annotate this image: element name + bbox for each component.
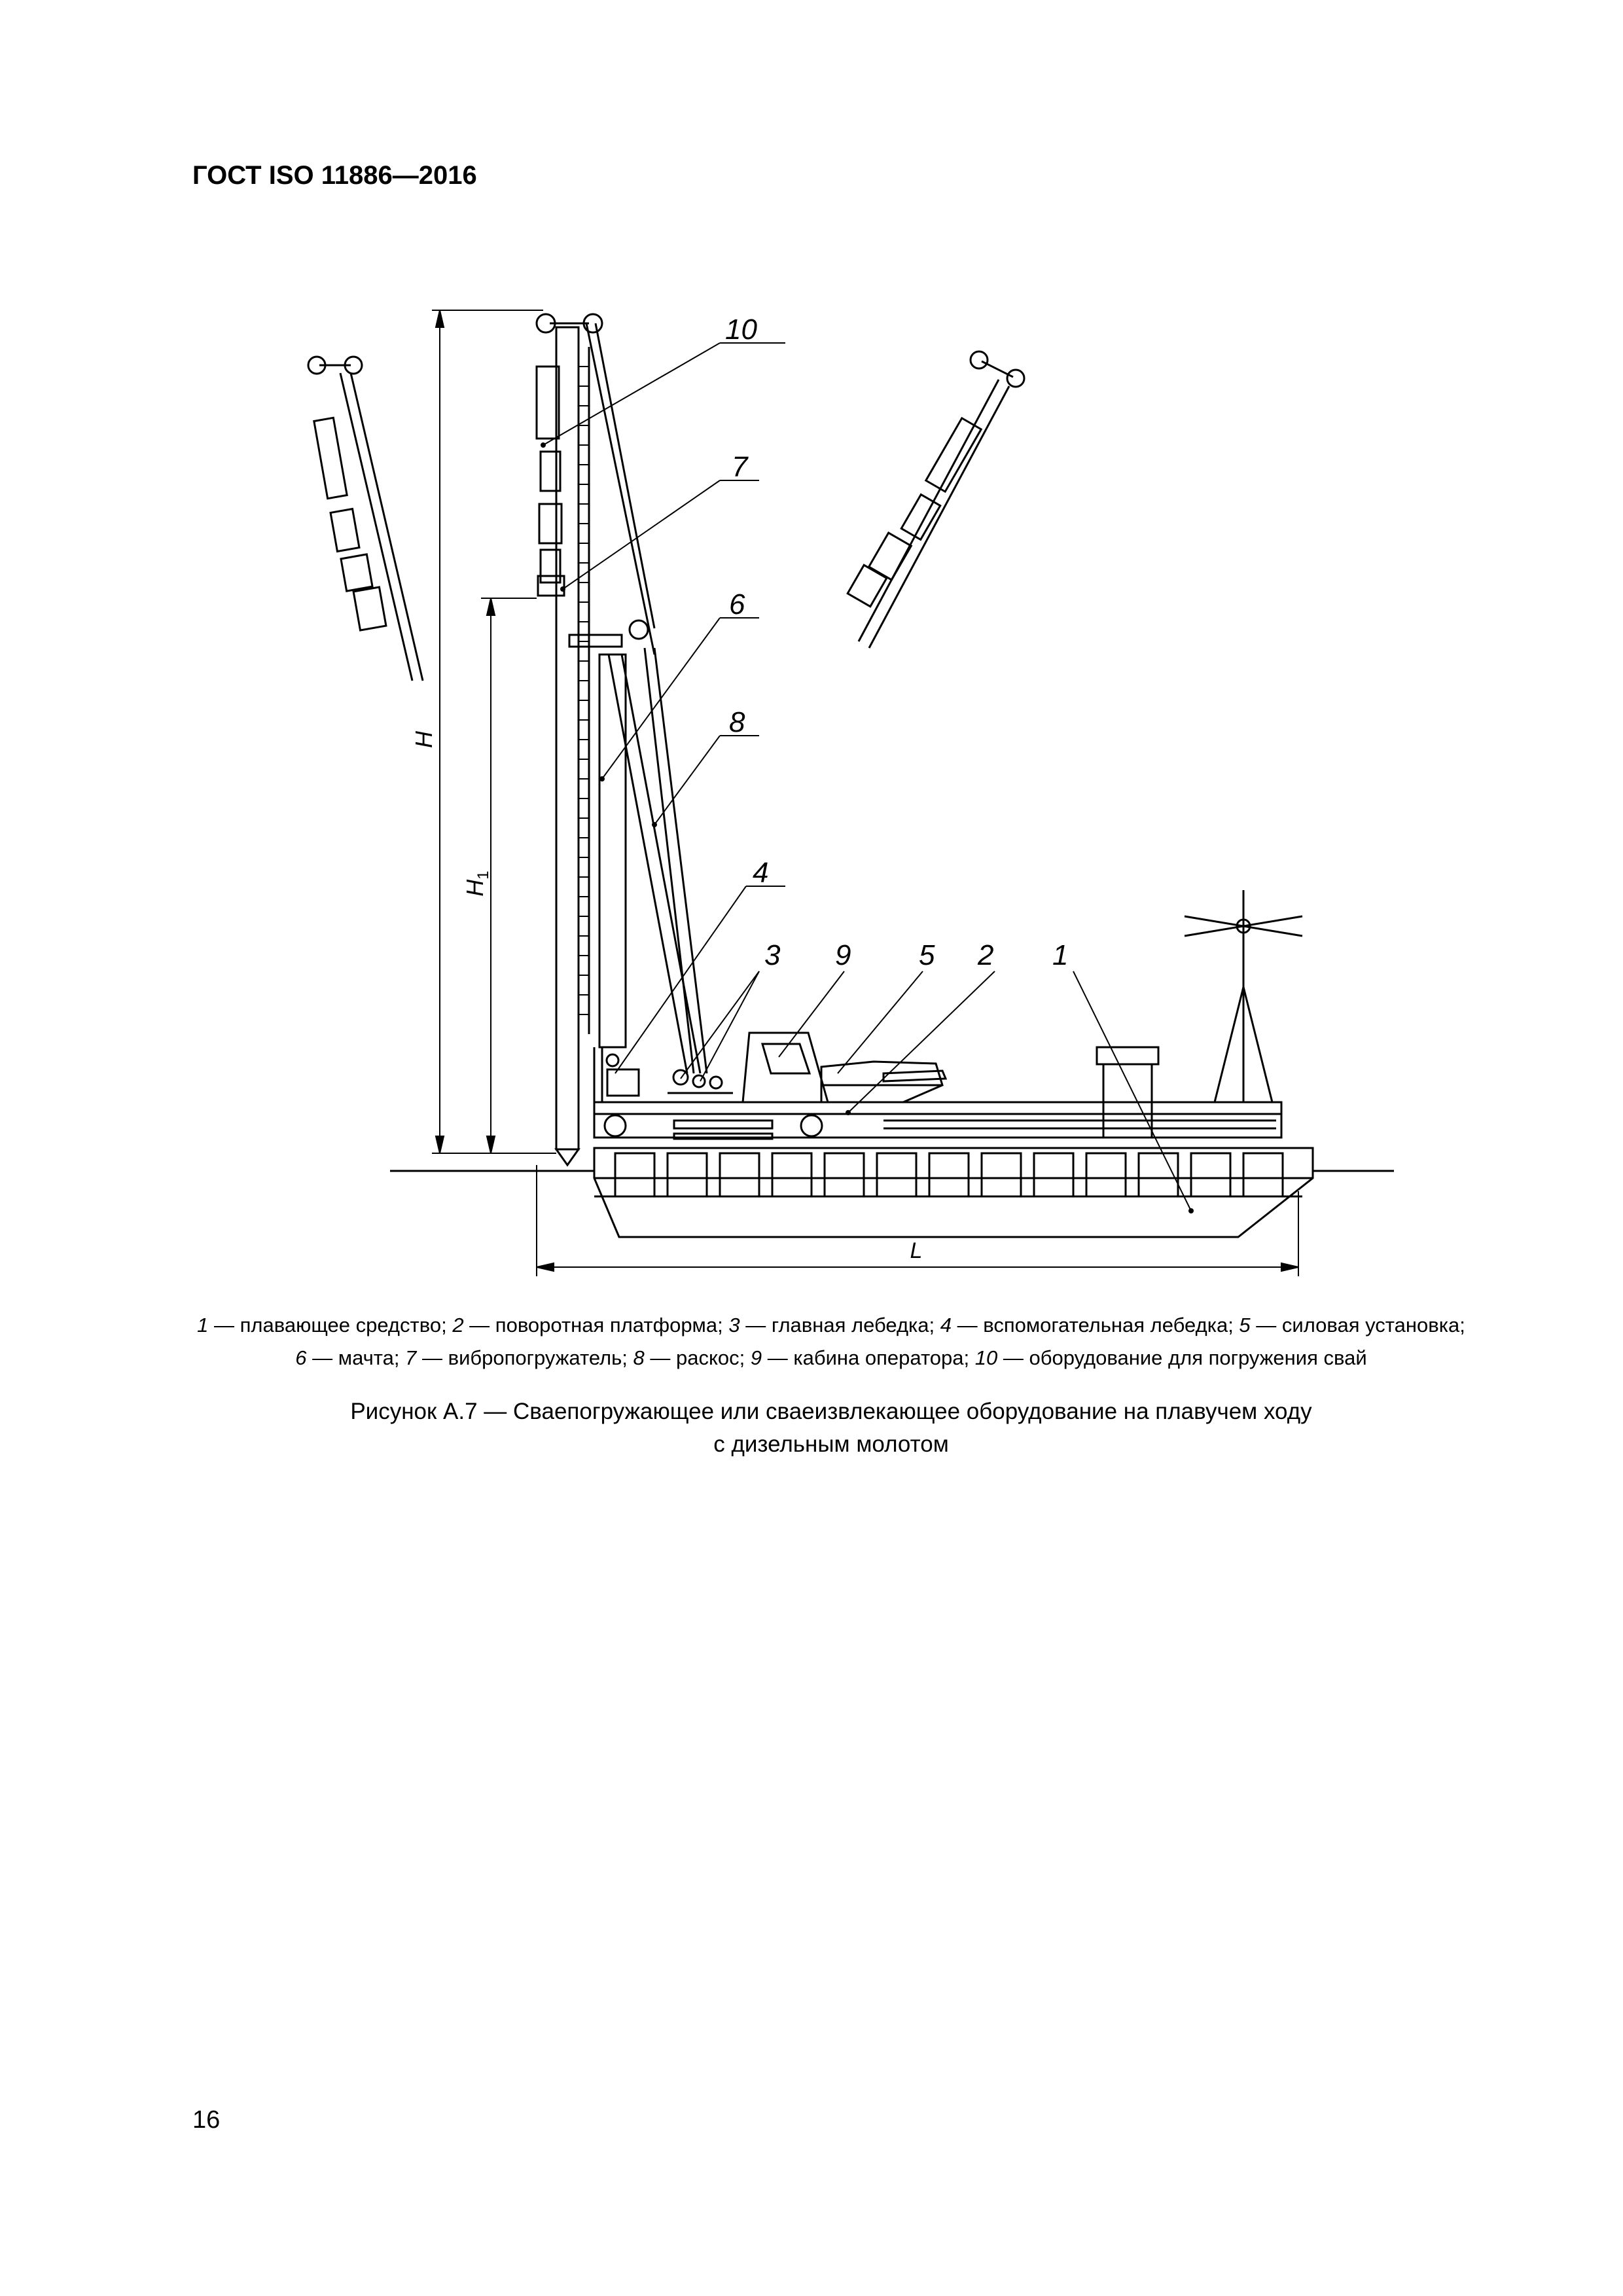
callout-9: 9 [835, 939, 851, 971]
mast [535, 326, 627, 1167]
caption-line-2: с дизельным молотом [713, 1431, 949, 1457]
legend-item: 4 — вспомогательная лебедка; [940, 1314, 1240, 1336]
legend-item: 6 — мачта; [295, 1346, 406, 1369]
tilted-leader-right [846, 350, 1026, 649]
diagonal-brace [568, 323, 708, 1074]
dimension-l [536, 1165, 1299, 1276]
dimension-h1-label: H1 [461, 870, 492, 896]
rotating-platform [593, 1101, 1283, 1140]
callout-numbers: 10 7 6 8 4 3 9 5 2 1 [725, 314, 1068, 971]
legend-item: 8 — раскос; [633, 1346, 751, 1369]
legend-item: 3 — главная лебедка; [728, 1314, 940, 1336]
dimension-h [432, 310, 556, 1154]
callout-7: 7 [732, 451, 749, 483]
legend-item: 5 — силовая установка; [1239, 1314, 1465, 1336]
aft-equipment [1096, 890, 1303, 1139]
callout-leaders [541, 342, 1194, 1213]
callout-2: 2 [977, 939, 993, 971]
page-number: 16 [192, 2106, 221, 2134]
standard-header: ГОСТ ISO 11886—2016 [192, 161, 477, 190]
callout-8: 8 [729, 706, 745, 738]
callout-4: 4 [753, 857, 768, 889]
callout-3: 3 [764, 939, 781, 971]
dimension-h-label: H [410, 730, 437, 748]
top-sheave [535, 313, 603, 334]
figure-caption: Рисунок А.7 — Сваепогружающее или сваеиз… [196, 1395, 1466, 1461]
power-unit [820, 1060, 948, 1103]
figure-legend: 1 — плавающее средство; 2 — поворотная п… [196, 1309, 1466, 1374]
legend-item: 2 — поворотная платформа; [452, 1314, 729, 1336]
pile-driving-rig-drawing: H H1 L 10 7 6 [307, 310, 1394, 1276]
callout-1: 1 [1052, 939, 1068, 971]
legend-item: 1 — плавающее средство; [197, 1314, 453, 1336]
operator-cabin [741, 1031, 829, 1103]
legend-item: 10 — оборудование для погружения свай [974, 1346, 1367, 1369]
callout-6: 6 [729, 588, 745, 620]
dimension-l-label: L [910, 1238, 923, 1263]
floating-vessel [593, 1147, 1314, 1238]
legend-item: 7 — вибропогружатель; [405, 1346, 633, 1369]
winches [605, 1053, 733, 1097]
legend-item: 9 — кабина оператора; [750, 1346, 975, 1369]
caption-line-1: Рисунок А.7 — Сваепогружающее или сваеиз… [350, 1399, 1312, 1424]
callout-5: 5 [919, 939, 935, 971]
dimension-h1 [481, 598, 537, 1154]
callout-10: 10 [725, 314, 757, 346]
tilted-leader-left [307, 355, 424, 681]
